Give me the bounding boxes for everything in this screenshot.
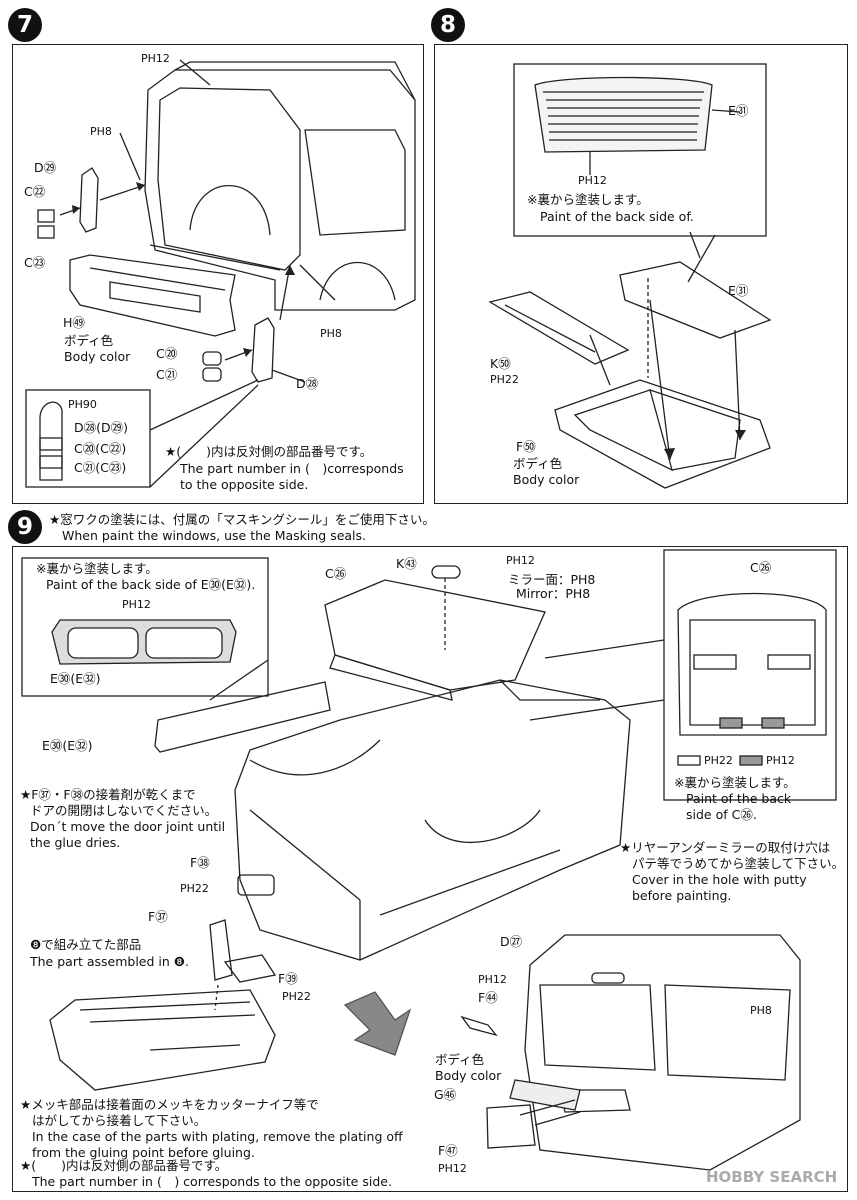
step8-body-color-jp: ボディ色	[513, 456, 563, 471]
step9-door-note-en-1: Don´t move the door joint until	[30, 819, 226, 834]
step-9-badge: 9	[8, 510, 42, 544]
step9-ph8-b: PH8	[750, 1004, 772, 1017]
step9-ph12-mirror: PH12	[506, 554, 535, 567]
step7-inset-ph90: PH90	[68, 398, 97, 411]
step9-inset-left-note-en: Paint of the back side of E㉚(E㉜).	[46, 577, 256, 592]
step8-note-jp: ※裏から塗装します。	[527, 192, 649, 207]
step9-mirror-note-jp-1: ★リヤーアンダーミラーの取付け穴は	[620, 840, 831, 855]
step9-inset-left-label: E㉚(E㉜)	[50, 671, 101, 686]
step9-inset-right-c26: C㉖	[750, 560, 772, 575]
step8-e31: E㉛	[728, 283, 749, 298]
step9-door-note-jp-1: ★F㊲・F㊳の接着剤が乾くまで	[20, 787, 196, 802]
step9-plating-en-1: In the case of the parts with plating, r…	[32, 1129, 403, 1144]
step8-ph22: PH22	[490, 373, 519, 386]
step7-note-en-1: The part number in ( )corresponds	[180, 461, 404, 476]
step9-inset-right-ph12: PH12	[766, 754, 795, 767]
step9-mirror-note-jp-2: パテ等でうめてから塗装して下さい。	[632, 856, 845, 871]
step9-inset-left-ph12: PH12	[122, 598, 151, 611]
step9-ph22-b: PH22	[282, 990, 311, 1003]
step7-h59: H㊾	[63, 315, 85, 330]
step9-e30-e32: E㉚(E㉜)	[42, 738, 93, 753]
step9-ph12-b: PH12	[478, 973, 507, 986]
step9-assembled-en: The part assembled in ❽.	[30, 954, 189, 969]
step7-note-en-2: to the opposite side.	[180, 477, 309, 492]
step7-d28: D㉘	[296, 376, 319, 391]
step8-note-en: Paint of the back side of.	[540, 209, 694, 224]
step9-f38: F㊳	[190, 855, 210, 870]
step7-body-color-jp: ボディ色	[64, 333, 114, 348]
step9-header-en: When paint the windows, use the Masking …	[62, 528, 367, 543]
step9-mirror-note-en-1: Cover in the hole with putty	[632, 872, 807, 887]
step7-c22: C㉒	[24, 184, 46, 199]
step9-c26: C㉖	[325, 566, 347, 581]
step9-plating-jp-2: はがしてから接着して下さい。	[32, 1113, 207, 1128]
step9-door-note-en-2: the glue dries.	[30, 835, 121, 850]
step8-e31-top: E㉛	[728, 103, 749, 118]
step9-ph12-c: PH12	[438, 1162, 467, 1175]
step9-header-jp: ★窓ワクの塗装には、付属の「マスキングシール」をご使用下さい。	[49, 512, 435, 527]
step9-inset-left-note-jp: ※裏から塗装します。	[36, 561, 158, 576]
step7-ph12-top: PH12	[141, 52, 170, 65]
step7-ph8-right: PH8	[320, 327, 342, 340]
step9-assembled-jp: ❽で組み立てた部品	[30, 937, 142, 952]
step9-k63: K㊸	[396, 556, 417, 571]
step9-mirror-note-en-2: before painting.	[632, 888, 732, 903]
step7-c21: C㉑	[156, 367, 178, 382]
step9-d27: D㉗	[500, 934, 523, 949]
step-7-badge: 7	[8, 8, 42, 42]
step8-body-color-en: Body color	[513, 472, 580, 487]
step9-door-note-jp-2: ドアの開閉はしないでください。	[30, 803, 218, 818]
step7-c23: C㉓	[24, 255, 46, 270]
step9-mirror-en: Mirror：PH8	[516, 586, 591, 601]
step9-g56: G㊻	[434, 1087, 457, 1102]
step8-f50: F㊿	[516, 439, 536, 454]
step9-body-color-jp: ボディ色	[435, 1052, 485, 1067]
step9-opp-en: The part number in ( ) corresponds to th…	[32, 1174, 392, 1189]
step7-inset-c21-c23: C㉑(C㉓)	[74, 460, 127, 475]
step9-inset-right-note-jp: ※裏から塗装します。	[674, 775, 796, 790]
step9-f37: F㊲	[148, 909, 168, 924]
step8-k70: K㊿	[490, 356, 511, 371]
step9-f47: F㊼	[438, 1143, 458, 1158]
step7-inset-d28-d29: D㉘(D㉙)	[74, 420, 129, 435]
step7-c20: C⑳	[156, 346, 178, 361]
step-8-badge: 8	[431, 8, 465, 42]
step7-note-jp: ★( )内は反対側の部品番号です。	[165, 444, 373, 459]
step9-f39: F㊴	[278, 971, 298, 986]
step9-ph22-a: PH22	[180, 882, 209, 895]
step9-mirror-jp: ミラー面：PH8	[508, 572, 596, 587]
step9-f44: F㊹	[478, 990, 498, 1005]
step9-inset-right-note-en-2: side of C㉖.	[686, 807, 757, 822]
step7-d29: D㉙	[34, 160, 57, 175]
step9-plating-en-2: from the gluing point before gluing.	[32, 1145, 255, 1160]
step7-body-color-en: Body color	[64, 349, 131, 364]
watermark: HOBBY SEARCH	[706, 1168, 838, 1186]
step7-ph8-left: PH8	[90, 125, 112, 138]
step9-opp-jp: ★( )内は反対側の部品番号です。	[20, 1158, 228, 1173]
step9-body-color-en: Body color	[435, 1068, 502, 1083]
step8-ph12: PH12	[578, 174, 607, 187]
step9-inset-right-note-en-1: Paint of the back	[686, 791, 792, 806]
step7-inset-c20-c22: C⑳(C㉒)	[74, 441, 127, 456]
step9-plating-jp-1: ★メッキ部品は接着面のメッキをカッターナイフ等で	[20, 1097, 319, 1112]
step9-inset-right-ph22: PH22	[704, 754, 733, 767]
